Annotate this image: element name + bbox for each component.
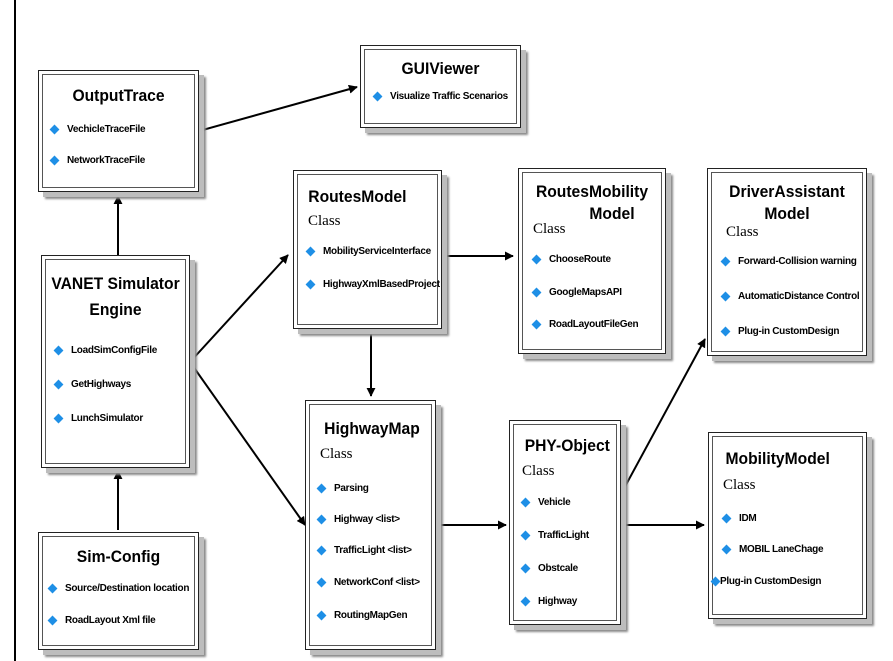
gui-viewer-title: GUIViewer [401,59,480,78]
mobility-model-title: MobilityModel [725,449,830,468]
diamond-bullet-icon [305,246,316,257]
class-label: Class [308,213,341,229]
sim-config-title: Sim-Config [76,547,161,566]
routes-mobility-box: RoutesMobility Model Class ChooseRoute G… [518,168,666,354]
vanet-engine-title-line2: Engine [89,300,142,319]
class-label: Class [320,446,353,462]
driver-assistant-title-line2: Model [764,204,810,223]
mobility-model-box: MobilityModel Class IDM MOBIL LaneChage … [708,432,867,619]
arrow-phy-to-driverassistant [620,338,706,495]
diamond-bullet-icon [720,326,731,337]
driver-assistant-box: DriverAssistant Model Class Forward-Coll… [707,168,867,356]
diamond-bullet-icon [720,291,731,302]
vanet-engine-title-line1: VANET Simulator [51,274,180,293]
diamond-bullet-icon [49,155,60,166]
gui-viewer-box: GUIViewer Visualize Traffic Scenarios [360,45,521,128]
arrow-output-to-gui [198,84,358,132]
routes-model-title: RoutesModel [308,187,407,206]
diamond-bullet-icon [49,124,60,135]
diamond-bullet-icon [53,413,64,424]
routes-mobility-title-line1: RoutesMobility [535,182,649,201]
diamond-bullet-icon [47,615,58,626]
diamond-bullet-icon [710,576,721,587]
diamond-bullet-icon [305,279,316,290]
diamond-bullet-icon [531,254,542,265]
diamond-bullet-icon [520,596,531,607]
arrow-engine-to-highwaymap [189,361,306,526]
diamond-bullet-icon [372,91,383,102]
routes-mobility-title-line2: Model [589,204,635,223]
diamond-bullet-icon [520,497,531,508]
phy-object-title: PHY-Object [524,436,610,455]
diamond-bullet-icon [520,563,531,574]
diamond-bullet-icon [53,379,64,390]
phy-object-box: PHY-Object Class Vehicle TrafficLight Ob… [509,420,621,625]
left-border-line [14,0,16,661]
class-label: Class [522,463,555,479]
diamond-bullet-icon [531,287,542,298]
routes-model-box: RoutesModel Class MobilityServiceInterfa… [293,170,442,329]
diamond-bullet-icon [531,319,542,330]
diamond-bullet-icon [316,483,327,494]
diamond-bullet-icon [720,256,731,267]
diamond-bullet-icon [316,610,327,621]
diamond-bullet-icon [316,514,327,525]
diamond-bullet-icon [316,545,327,556]
vanet-engine-box: VANET Simulator Engine LoadSimConfigFile… [41,255,190,468]
highway-map-title: HighwayMap [324,419,420,438]
output-trace-title: OutputTrace [72,86,165,105]
arrow-engine-to-routesmodel [189,254,289,363]
diamond-bullet-icon [520,530,531,541]
highway-map-box: HighwayMap Class Parsing Highway <list> … [305,400,436,650]
diamond-bullet-icon [53,345,64,356]
output-trace-box: OutputTrace VechicleTraceFile NetworkTra… [38,70,199,192]
sim-config-box: Sim-Config Source/Destination location R… [38,532,199,650]
diamond-bullet-icon [47,583,58,594]
class-label: Class [533,221,566,237]
driver-assistant-title-line1: DriverAssistant [729,182,845,201]
class-label: Class [726,224,759,240]
diamond-bullet-icon [316,577,327,588]
diamond-bullet-icon [721,544,732,555]
diamond-bullet-icon [721,513,732,524]
class-label: Class [723,477,756,493]
